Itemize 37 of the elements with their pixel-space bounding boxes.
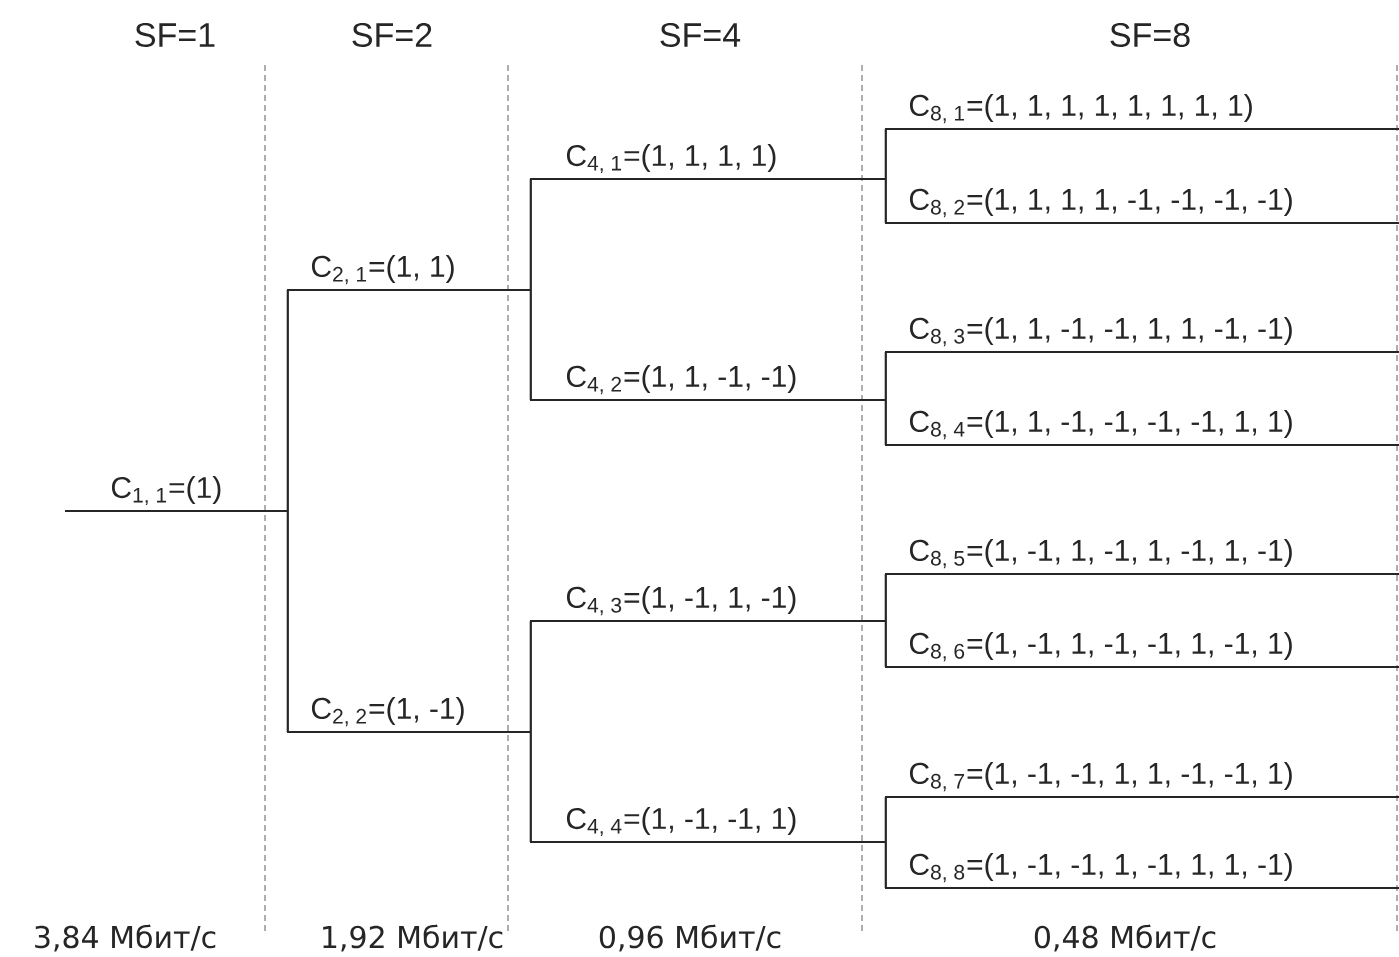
code-branch: C$_{4, 4}$=(1, -1, -1, 1) (530, 807, 886, 844)
code-branch: C$_{4, 1}$=(1, 1, 1, 1) (530, 144, 886, 181)
tree-connector (883, 795, 887, 842)
tree-connector (883, 842, 887, 890)
tree-connector (528, 177, 532, 290)
tree-connector (528, 290, 532, 402)
code-branch: C$_{2, 1}$=(1, 1) (287, 255, 531, 292)
code-branch: C$_{4, 3}$=(1, -1, 1, -1) (530, 586, 886, 623)
tree-connector (883, 179, 887, 225)
code-branch: C$_{2, 2}$=(1, -1) (287, 697, 531, 734)
code-branch: C$_{8, 6}$=(1, -1, 1, -1, -1, 1, -1, 1) (885, 632, 1399, 669)
data-rate: 0,96 Мбит/с (599, 924, 781, 952)
data-rate: 1,92 Мбит/с (323, 924, 503, 952)
column-header: SF=2 (352, 22, 432, 48)
tree-connector (883, 621, 887, 669)
tree-connector (883, 350, 887, 400)
code-branch: C$_{4, 2}$=(1, 1, -1, -1) (530, 365, 886, 402)
code-branch: C$_{1, 1}$=(1) (65, 476, 288, 513)
data-rate: 3,84 Мбит/с (35, 924, 216, 952)
tree-connector (883, 572, 887, 621)
tree-connector (883, 127, 887, 179)
column-header: SF=8 (1110, 22, 1190, 48)
code-branch: C$_{8, 7}$=(1, -1, -1, 1, 1, -1, -1, 1) (885, 762, 1399, 799)
code-branch: C$_{8, 4}$=(1, 1, -1, -1, -1, -1, 1, 1) (885, 410, 1399, 447)
tree-connector (285, 511, 289, 734)
code-branch: C$_{8, 1}$=(1, 1, 1, 1, 1, 1, 1, 1) (885, 94, 1399, 131)
data-rate: 0,48 Мбит/с (1034, 924, 1216, 952)
code-branch: C$_{8, 8}$=(1, -1, -1, 1, -1, 1, 1, -1) (885, 853, 1399, 890)
column-header: SF=1 (135, 22, 215, 48)
tree-connector (883, 400, 887, 447)
code-branch: C$_{8, 5}$=(1, -1, 1, -1, 1, -1, 1, -1) (885, 539, 1399, 576)
code-branch: C$_{8, 2}$=(1, 1, 1, 1, -1, -1, -1, -1) (885, 188, 1399, 225)
tree-connector (528, 619, 532, 732)
column-header: SF=4 (660, 22, 741, 48)
tree-connector (285, 288, 289, 511)
tree-connector (528, 732, 532, 844)
code-branch: C$_{8, 3}$=(1, 1, -1, -1, 1, 1, -1, -1) (885, 317, 1399, 354)
